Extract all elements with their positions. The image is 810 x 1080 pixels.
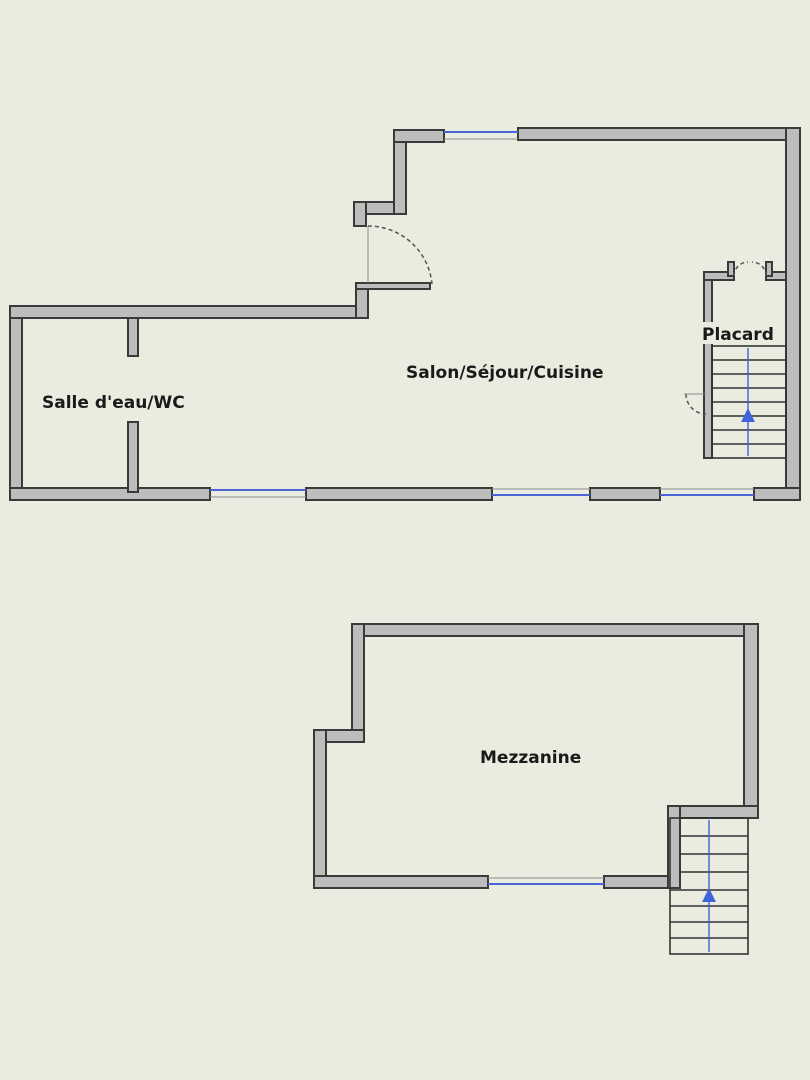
entry-door-swing-arc: [367, 225, 433, 285]
mezz-wall-right: [743, 623, 759, 819]
mezz-stair-up-arrow-icon: [702, 888, 716, 902]
mezz-wall-lower-left: [313, 729, 327, 889]
stair-door-arc: [685, 393, 707, 415]
wall-bottom-d: [753, 487, 801, 501]
ground-floor-walls: [9, 127, 801, 501]
mezzanine-floor: Mezzanine: [313, 623, 759, 955]
entry-door: [367, 225, 433, 285]
placard-wall: [703, 271, 713, 459]
mezzanine-stair: [669, 817, 749, 955]
room-label-salle-eau: Salle d'eau/WC: [42, 393, 185, 413]
wall-bottom-c: [589, 487, 661, 501]
placard-jamb-left: [727, 261, 735, 277]
mezzanine-windows: [488, 877, 604, 885]
wall-top-left-block: [9, 305, 369, 319]
mezz-wall-stair-top: [667, 805, 759, 819]
placard-closet: [684, 261, 787, 459]
wall-top-b: [517, 127, 801, 141]
wall-bottom-b: [305, 487, 493, 501]
mezz-wall-upper-left: [351, 623, 365, 743]
ground-floor-stair: [711, 345, 787, 459]
wall-left: [9, 305, 23, 501]
mezzanine-walls: [313, 623, 759, 889]
room-label-mezzanine: Mezzanine: [480, 748, 581, 768]
wall-door-jamb: [355, 282, 431, 290]
placard-door-arc-right: [751, 261, 767, 277]
mezz-wall-bottom-a: [313, 875, 489, 889]
placard-door-arc-left: [733, 261, 749, 277]
mezz-stair-outline: [669, 817, 749, 955]
wall-top-a: [393, 129, 445, 143]
placard-jamb-right: [765, 261, 773, 277]
partition-bathroom-lower: [127, 421, 139, 493]
stair-up-arrow-icon: [741, 408, 755, 422]
wall-notch-vertical: [353, 201, 367, 227]
ground-floor: Salle d'eau/WC Salon/Séjour/Cuisine Plac…: [9, 127, 801, 501]
ground-floor-windows: [210, 131, 754, 498]
mezz-wall-top: [351, 623, 759, 637]
room-label-placard: Placard: [702, 325, 774, 345]
room-label-salon: Salon/Séjour/Cuisine: [406, 363, 604, 383]
wall-bottom-a: [9, 487, 211, 501]
wall-right: [785, 127, 801, 501]
mezz-wall-stair-left: [667, 805, 681, 889]
partition-bathroom-upper: [127, 317, 139, 357]
placard-label-bg: [700, 322, 784, 344]
